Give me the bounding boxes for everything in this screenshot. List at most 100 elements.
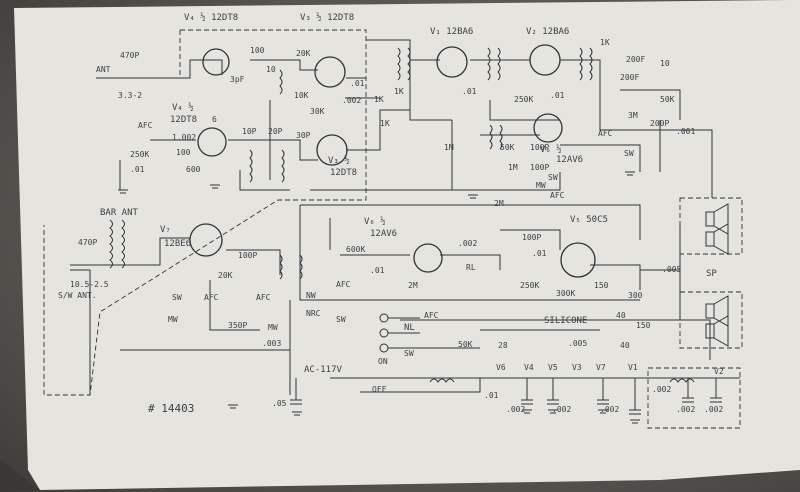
c-100p-b: 100P xyxy=(530,163,549,172)
tube-v6b xyxy=(413,243,443,273)
tube-v4-label: V₄ ½ 12DT8 xyxy=(184,12,238,23)
r-150-b: 150 xyxy=(636,321,651,330)
switch-label: SW xyxy=(548,173,558,182)
r-2m-b: 2M xyxy=(408,281,418,290)
switch-label: RL xyxy=(466,263,476,272)
switch-label: NRC xyxy=(306,309,321,318)
r-250k: 250K xyxy=(130,150,149,159)
c-002-b: .002 xyxy=(458,239,477,248)
c-005: .005 xyxy=(662,265,681,274)
fil-v3: V3 xyxy=(572,363,582,372)
tube-v6-type: 12AV6 xyxy=(370,229,397,239)
r-50k-a: 50K xyxy=(500,143,515,152)
range-top: 3.3-2 xyxy=(118,91,142,100)
switch-label: AFC xyxy=(336,280,351,289)
sp-label: SP xyxy=(706,269,717,279)
nl-label: NL xyxy=(404,323,415,333)
r-10p: 10P xyxy=(242,127,257,136)
tube-v1-label: V₁ 12BA6 xyxy=(430,27,473,37)
r-250k-c: 250K xyxy=(520,281,539,290)
r-1k-b: 1K xyxy=(380,119,390,128)
rail-mid xyxy=(300,204,641,240)
tube-v6 xyxy=(533,113,563,143)
switch-contacts xyxy=(379,313,420,353)
tube-v7-label: V₇ xyxy=(160,225,171,235)
tuner-box xyxy=(43,29,367,396)
c-002-f: .002 xyxy=(652,385,671,394)
c-200f-a: 200F xyxy=(626,55,645,64)
c-10: 10 xyxy=(660,59,670,68)
switch-label: MW xyxy=(168,315,178,324)
r-01-e: .01 xyxy=(370,266,385,275)
r-50k-c: 50K xyxy=(458,340,473,349)
c-005-b: .005 xyxy=(568,339,587,348)
c-002-h: .002 xyxy=(704,405,723,414)
wire-ant xyxy=(96,59,223,79)
c-100p-c: 100P xyxy=(238,251,257,260)
tube-v4b-type: 12DT8 xyxy=(170,115,197,125)
c-003: .003 xyxy=(262,339,281,348)
r-10k-a: 10K xyxy=(294,91,309,100)
switch-label: MW xyxy=(536,181,546,190)
c-05: .05 xyxy=(272,399,287,408)
r-01-d: .01 xyxy=(550,91,565,100)
bar-ant-label: BAR ANT xyxy=(100,208,139,218)
fil-v4: V4 xyxy=(524,363,534,372)
filament-box xyxy=(647,367,741,429)
r-1k-d: 1K xyxy=(394,87,404,96)
switch-label: AFC xyxy=(424,311,439,320)
r-001-e: .001 xyxy=(676,127,695,136)
c-002-e: .002 xyxy=(600,405,619,414)
ground-icon xyxy=(118,171,640,424)
tube-v7-type: 12BE6 xyxy=(164,239,191,249)
rail-ground xyxy=(70,269,91,395)
c-100-b: 100 xyxy=(176,148,191,157)
r-1m-a: 1M xyxy=(508,163,518,172)
r-01-c: .01 xyxy=(462,87,477,96)
c-350p: 350P xyxy=(228,321,247,330)
wire-l6 xyxy=(500,229,561,250)
r-20p: 20P xyxy=(268,127,283,136)
paper-sheet xyxy=(14,0,800,490)
r-28: 28 xyxy=(498,341,508,350)
bypass-capacitors xyxy=(290,378,722,415)
tube-v5 xyxy=(560,242,596,278)
switch-label: MW xyxy=(268,323,278,332)
tube-v3b xyxy=(316,134,348,166)
tube-v5-label: V₅ 50C5 xyxy=(570,215,608,225)
r-20k: 20K xyxy=(296,49,311,58)
c-40-a: 40 xyxy=(616,311,626,320)
r-150: 150 xyxy=(594,281,609,290)
r-300k: 300K xyxy=(556,289,575,298)
c-002-d: .002 xyxy=(552,405,571,414)
model-number: # 14403 xyxy=(148,402,194,415)
c-100p-d: 100P xyxy=(522,233,541,242)
switch-label: ON xyxy=(378,357,388,366)
wire-t4 xyxy=(228,139,318,161)
wire-l2 xyxy=(226,249,281,275)
wire-if6 xyxy=(560,144,641,172)
r-2m: 2M xyxy=(494,199,504,208)
tube-v3b-type: 12DT8 xyxy=(330,168,357,178)
afc-a: AFC xyxy=(138,121,153,130)
tube-v3 xyxy=(314,56,346,88)
tube-v7 xyxy=(189,223,223,257)
rail-top xyxy=(366,39,452,121)
switch-label: SW xyxy=(404,349,414,358)
tube-v6-label: V₆ ½ xyxy=(364,216,386,227)
r-600k: 600K xyxy=(346,245,365,254)
r-3pf: 3pF xyxy=(230,75,245,84)
r-300: 300 xyxy=(628,291,643,300)
c-470p: 470P xyxy=(78,238,97,247)
r-250k-b: 250K xyxy=(514,95,533,104)
ac-label: AC-117V xyxy=(304,365,343,375)
wire-t5 xyxy=(346,109,410,151)
rail-right xyxy=(599,112,713,198)
r-001: .01 xyxy=(350,79,365,88)
switch-label: SW xyxy=(172,293,182,302)
c-470-top: 470P xyxy=(120,51,139,60)
rail-b xyxy=(299,205,640,301)
wire-l5 xyxy=(440,254,501,270)
c-100-a: 100 xyxy=(250,46,265,55)
